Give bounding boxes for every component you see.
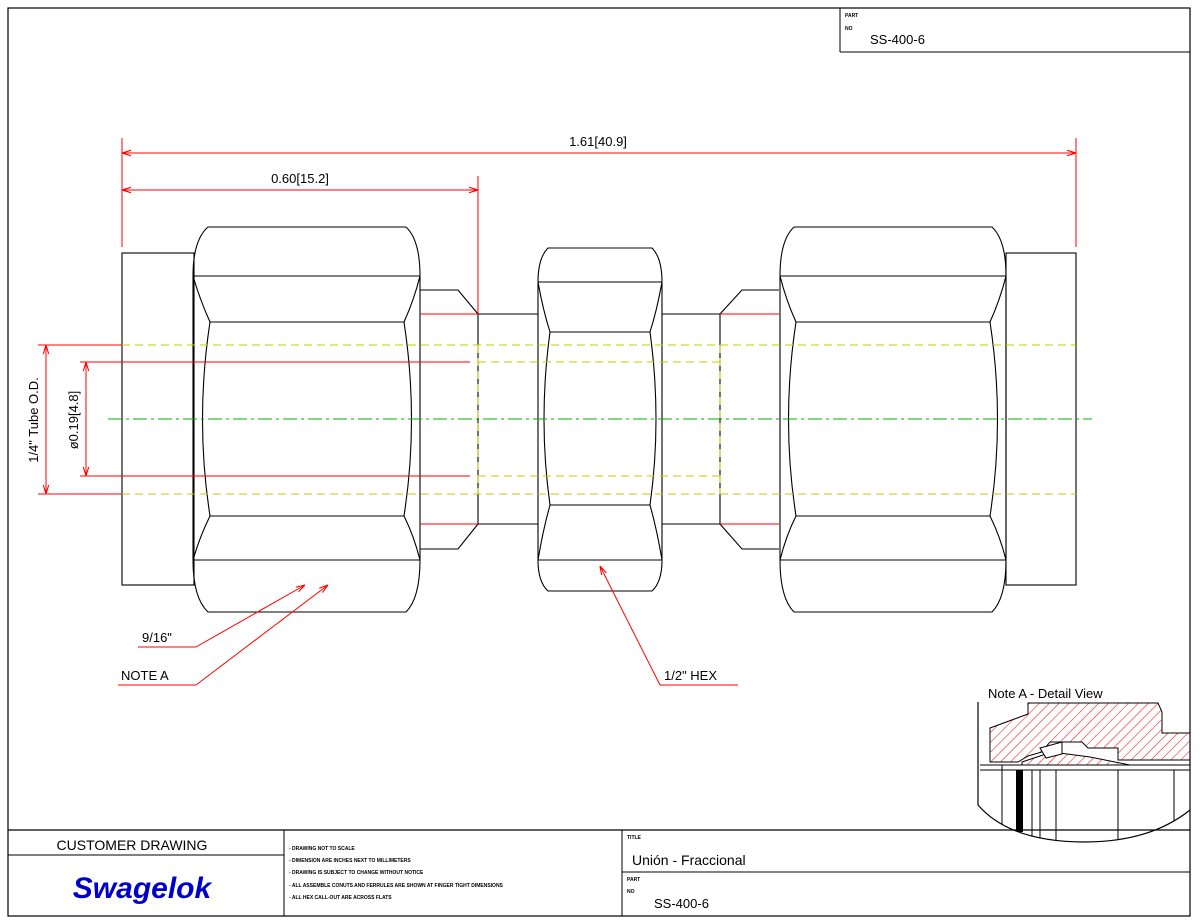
title-label: TITLE [627,835,642,841]
callout-note-a-label: NOTE A [121,668,169,683]
title-value: Unión - Fraccional [632,852,746,868]
dim-bore-label: ø0.19[4.8] [66,391,81,450]
callout-nut-hex: 9/16" [138,585,305,648]
drawing-note-5: - ALL HEX CALL-OUT ARE ACROSS FLATS [289,895,392,901]
title-block: CUSTOMER DRAWING Swagelok - DRAWING NOT … [8,829,1190,916]
top-part-label-1: PART [845,13,858,19]
dim-half-length: 0.60[15.2] [122,170,479,314]
detail-view: Note A - Detail View [977,686,1191,843]
dim-overall-length-label: 1.61[40.9] [569,134,627,149]
dim-bore: ø0.19[4.8] [66,362,86,476]
callout-note-a: NOTE A [118,585,328,686]
drawing-note-3: - DRAWING IS SUBJECT TO CHANGE WITHOUT N… [289,870,424,876]
dim-half-length-label: 0.60[15.2] [271,171,329,186]
customer-drawing-label: CUSTOMER DRAWING [57,837,208,853]
top-part-number: SS-400-6 [870,32,925,47]
bottom-part-label-1: PART [627,877,640,883]
brand-logo: Swagelok [73,872,213,905]
dim-tube-od-label: 1/4" Tube O.D. [26,377,41,463]
drawing-note-1: - DRAWING NOT TO SCALE [289,846,355,852]
sheet-border [7,7,1191,917]
callout-nut-hex-label: 9/16" [142,630,172,645]
drawing-note-4: - ALL ASSEMBLE CONUTS AND FERRULES ARE S… [289,883,504,889]
bottom-part-label-2: NO [627,889,635,895]
top-part-box: PART NO SS-400-6 [839,8,1190,53]
bottom-part-number: SS-400-6 [654,896,709,911]
detail-view-title: Note A - Detail View [988,686,1103,701]
drawing-note-2: - DIMENSION ARE INCHES NEXT TO MILLIMETE… [289,858,411,864]
callout-body-hex: 1/2" HEX [600,566,738,686]
dim-tube-od: 1/4" Tube O.D. [26,345,46,494]
internal-red-lines [38,313,779,525]
hidden-lines [122,344,1076,495]
callout-body-hex-label: 1/2" HEX [664,668,717,683]
top-part-label-2: NO [845,26,853,32]
dim-overall-length: 1.61[40.9] [121,133,1077,247]
